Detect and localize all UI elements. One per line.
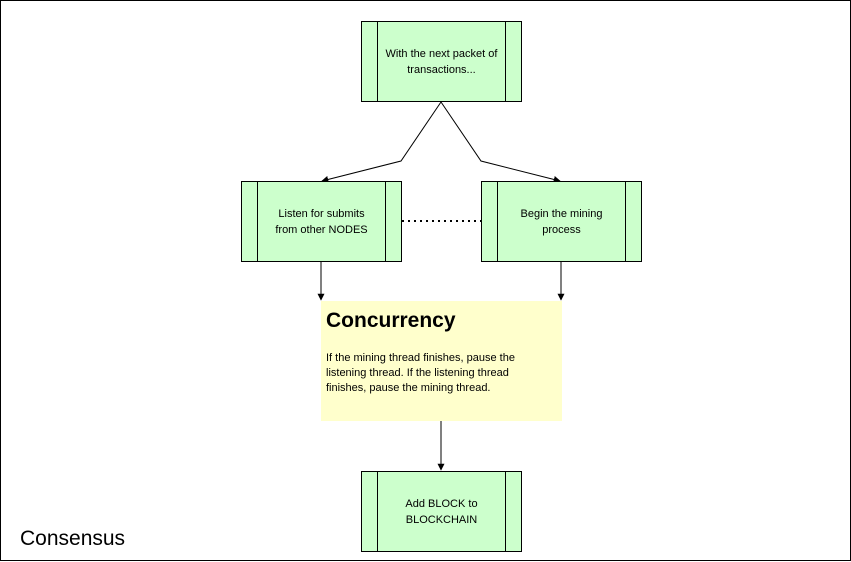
process-label: Begin the mining process	[520, 207, 603, 236]
process-bar-right	[505, 22, 506, 101]
arrow-start-to-listen	[321, 101, 442, 183]
process-bar-right	[505, 472, 506, 551]
process-label: With the next packet of transactions...	[385, 47, 498, 76]
process-label: Listen for submits from other NODES	[275, 207, 368, 236]
diagram-caption: Consensus	[20, 527, 126, 550]
note-title: Concurrency	[326, 309, 456, 332]
process-add-block: Add BLOCK to BLOCKCHAIN	[361, 471, 522, 552]
process-listen-submits: Listen for submits from other NODES	[241, 181, 402, 262]
process-bar-left	[497, 182, 498, 261]
process-bar-left	[257, 182, 258, 261]
process-bar-left	[377, 22, 378, 101]
process-bar-right	[385, 182, 386, 261]
process-bar-left	[377, 472, 378, 551]
process-bar-right	[625, 182, 626, 261]
arrow-start-to-mine	[440, 101, 561, 183]
process-next-packet: With the next packet of transactions...	[361, 21, 522, 102]
process-begin-mining: Begin the mining process	[481, 181, 642, 262]
process-label: Add BLOCK to BLOCKCHAIN	[405, 497, 478, 526]
note-body: If the mining thread finishes, pause the…	[326, 352, 515, 394]
concurrency-note: Concurrency If the mining thread finishe…	[321, 301, 562, 421]
